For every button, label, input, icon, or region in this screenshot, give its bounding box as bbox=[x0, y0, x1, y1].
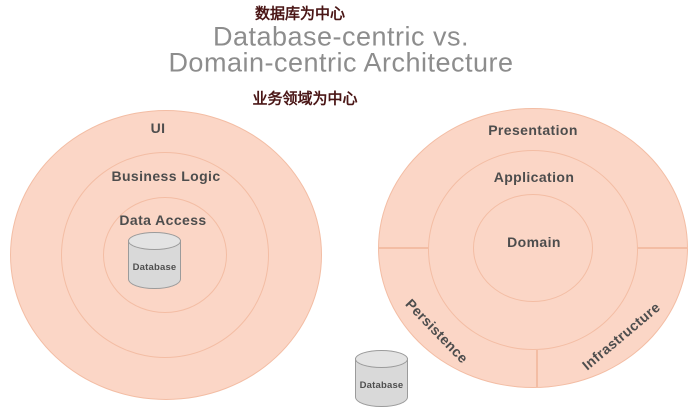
main-title-line2: Domain-centric Architecture bbox=[168, 47, 514, 78]
segment-divider-right bbox=[637, 247, 687, 249]
database-cylinder-icon: Database bbox=[128, 232, 181, 289]
database-label: Database bbox=[132, 261, 177, 273]
segment-divider-left bbox=[379, 247, 429, 249]
data-access-label: Data Access bbox=[119, 212, 207, 228]
database-cylinder-top bbox=[128, 232, 181, 250]
right-ring-application bbox=[428, 150, 638, 350]
database-cylinder-icon: Database bbox=[355, 350, 408, 407]
application-label: Application bbox=[493, 169, 575, 185]
ui-label: UI bbox=[150, 120, 166, 136]
chinese-caption-database-centric: 数据库为中心 bbox=[254, 5, 346, 23]
chinese-caption-domain-centric: 业务领域为中心 bbox=[252, 90, 358, 108]
right-ring-domain bbox=[473, 194, 593, 302]
business-logic-label: Business Logic bbox=[111, 168, 221, 184]
database-cylinder-top bbox=[355, 350, 408, 368]
presentation-label: Presentation bbox=[488, 122, 578, 138]
domain-label: Domain bbox=[507, 234, 561, 250]
database-label: Database bbox=[359, 379, 404, 391]
main-title-line1: Database-centric vs. bbox=[212, 21, 470, 52]
segment-divider-bottom bbox=[536, 350, 538, 387]
